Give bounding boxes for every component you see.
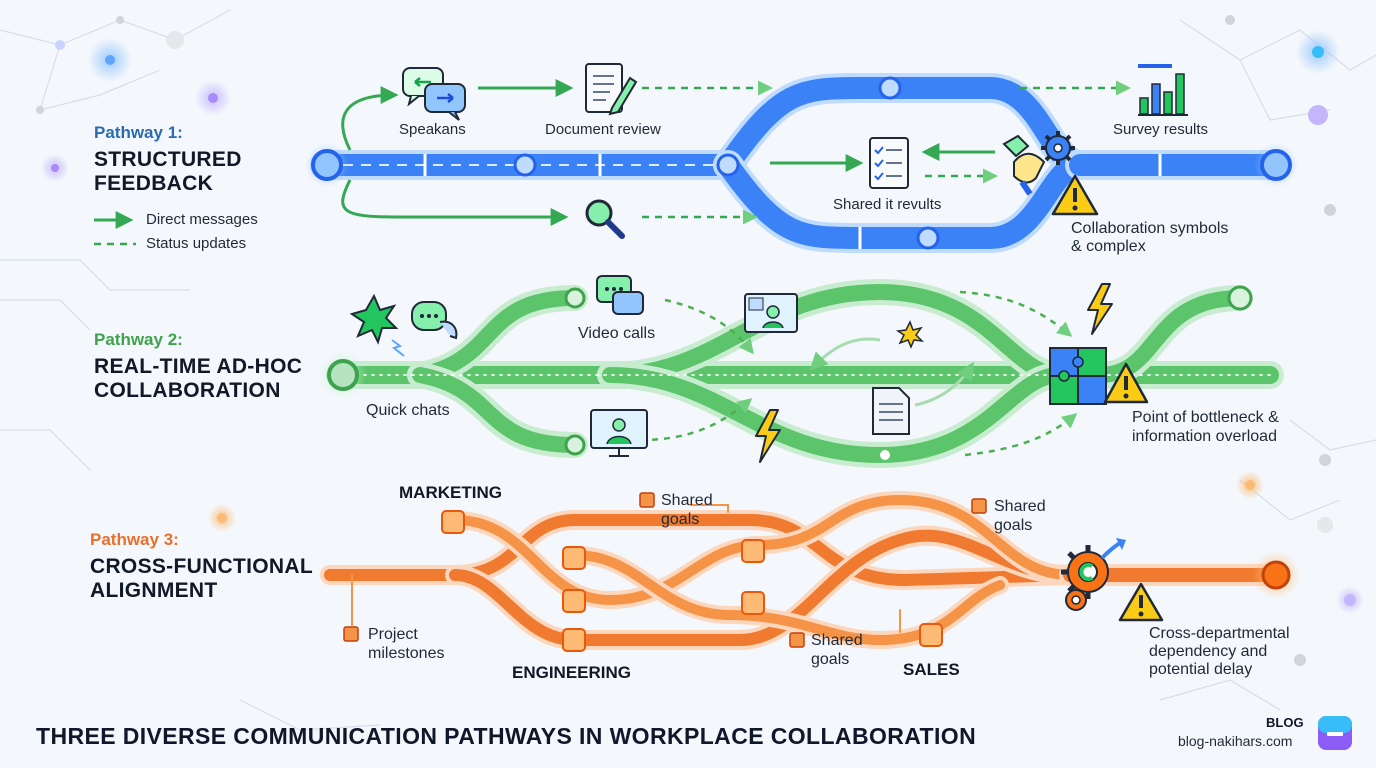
pathway1-label: Pathway 1: (94, 123, 183, 142)
pathway3-milestone-nodes (441, 510, 1300, 652)
engineering-label: ENGINEERING (512, 663, 632, 682)
pathway3-tag-squares (343, 492, 987, 648)
project-milestones-line1: Project (368, 626, 418, 643)
video-call-icon (590, 409, 648, 457)
speakers-label: Speakans (399, 121, 466, 138)
project-milestones-line2: milestones (368, 645, 445, 662)
delay-note-line3: potential delay (1149, 661, 1253, 678)
warning-icon (1051, 174, 1099, 216)
document-icon (872, 387, 910, 435)
delay-note-line2: dependency and (1149, 643, 1268, 660)
lightning-icon (755, 409, 781, 463)
pathway3-title-line2: ALIGNMENT (90, 579, 218, 602)
background-network (0, 9, 1376, 731)
survey-results-label: Survey results (1113, 121, 1209, 138)
bar-chart-icon (1138, 64, 1188, 116)
pathway1-title-line1: STRUCTURED (94, 148, 242, 171)
sales-label: SALES (903, 660, 960, 679)
document-review-label: Document review (545, 121, 661, 138)
video-calls-label: Video calls (578, 325, 656, 342)
pathway2-title-line1: REAL-TIME AD-HOC (94, 355, 303, 378)
pathway1-nodes (305, 76, 1298, 250)
blog-logo (1318, 716, 1352, 750)
shared-goals-3-line2: goals (811, 651, 850, 668)
gear-icon (1041, 131, 1075, 165)
quick-chats-label: Quick chats (366, 402, 450, 419)
chat-bubbles-icon (402, 67, 466, 121)
bottleneck-note-line2: information overload (1132, 428, 1277, 445)
pathway2-nodes (319, 285, 1253, 460)
warning-icon (1118, 582, 1164, 622)
marketing-label: MARKETING (399, 483, 502, 502)
footer-title: THREE DIVERSE COMMUNICATION PATHWAYS IN … (36, 723, 977, 749)
collaboration-note-line1: Collaboration symbols (1071, 220, 1229, 237)
document-edit-icon (585, 63, 638, 116)
starburst-icon (349, 293, 405, 357)
chat-bubbles-icon (596, 275, 644, 315)
puzzle-icon (1049, 347, 1107, 405)
shared-goals-1-line1: Shared (661, 492, 713, 509)
legend-direct-messages: Direct messages (146, 211, 258, 228)
pathway2-title-line2: COLLABORATION (94, 379, 281, 402)
pathway2-label: Pathway 2: (94, 330, 183, 349)
shared-goals-3-line1: Shared (811, 632, 863, 649)
bottleneck-note-line1: Point of bottleneck & (1132, 409, 1279, 426)
legend-glyphs (94, 211, 136, 246)
collaboration-note-line2: & complex (1071, 238, 1146, 255)
brand-name: BLOG (1266, 715, 1304, 730)
warning-icon (1103, 362, 1149, 404)
brand-site: blog-nakihars.com (1178, 733, 1293, 749)
starburst-icon (895, 320, 925, 349)
delay-note-line1: Cross-departmental (1149, 625, 1290, 642)
shared-results-label: Shared it revults (833, 196, 942, 213)
shared-goals-1-line2: goals (661, 511, 700, 528)
legend-status-updates: Status updates (146, 235, 247, 252)
pathway2-flow-arrows (639, 290, 1078, 457)
pathway3-label: Pathway 3: (90, 530, 179, 549)
shared-goals-2-line2: goals (994, 517, 1033, 534)
checklist-icon (869, 137, 909, 189)
shared-goals-2-line1: Shared (994, 498, 1046, 515)
handshake-icon (1002, 134, 1046, 196)
pathway2-pipes (326, 278, 1284, 469)
pathway1-message-arrows (341, 79, 1131, 226)
pathway3-title-line1: CROSS-FUNCTIONAL (90, 555, 313, 578)
video-call-icon (744, 293, 798, 333)
chat-bubbles-icon (411, 301, 458, 340)
pathway1-title-line2: FEEDBACK (94, 172, 214, 195)
lightning-icon (1087, 283, 1113, 335)
background-nodes (36, 15, 1364, 666)
gears-cycle-icon (1061, 538, 1126, 611)
magnifier-icon (585, 199, 625, 239)
